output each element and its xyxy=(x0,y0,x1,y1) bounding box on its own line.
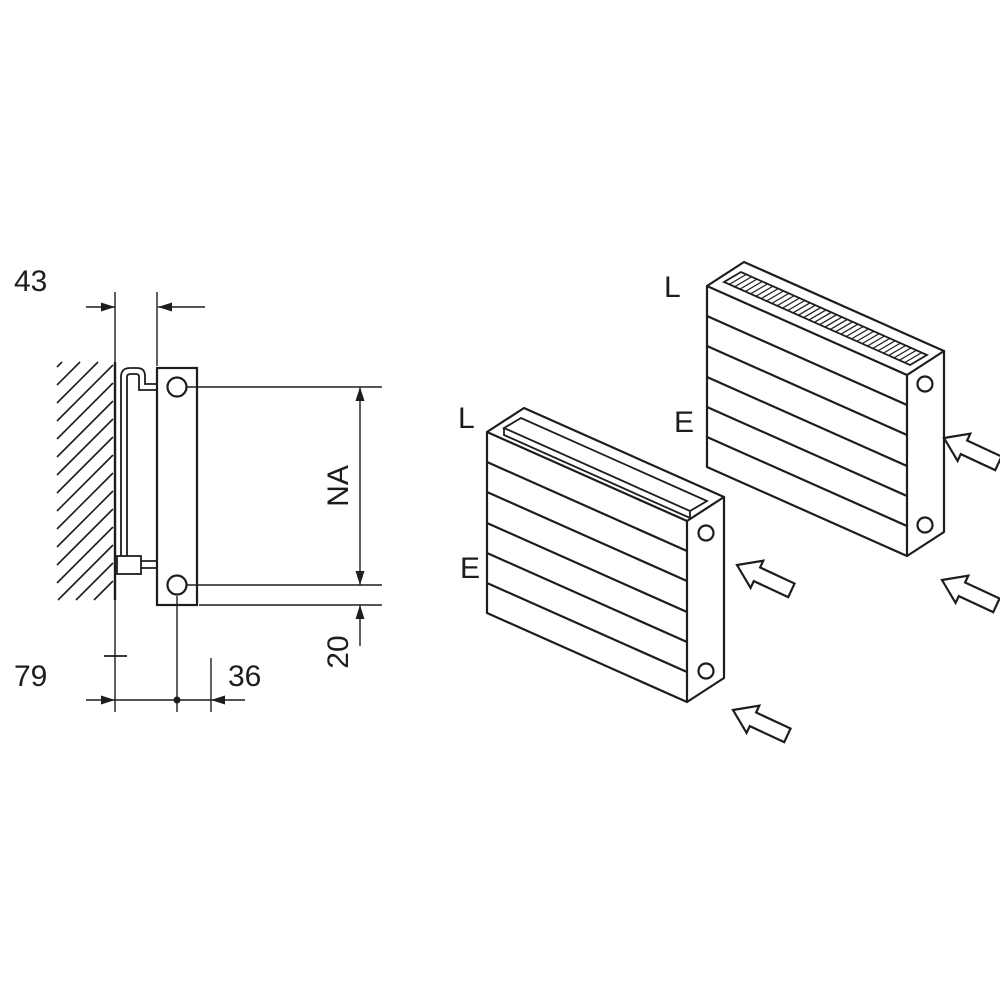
arrowhead-left xyxy=(158,302,172,312)
dim-36-label: 36 xyxy=(228,660,261,693)
opening-outline xyxy=(502,416,709,513)
dim-20-label: 20 xyxy=(322,635,355,668)
dim-chain: 79 36 xyxy=(14,596,261,712)
outlet-label-L: L xyxy=(458,402,475,435)
opening-depth-line xyxy=(503,428,691,520)
outlet-label-L: L xyxy=(664,271,681,304)
side-tapping-top xyxy=(916,375,934,393)
top-opening xyxy=(502,416,709,520)
arrowhead-up xyxy=(355,387,365,401)
wall-hatch xyxy=(56,361,114,601)
iso-front-radiator: L E xyxy=(458,402,726,704)
inlet-label-E: E xyxy=(674,406,694,439)
flow-arrows xyxy=(731,432,1000,744)
bracket-hook-outer xyxy=(120,367,157,385)
dim-79-label: 79 xyxy=(14,660,47,693)
side-view: 43 NA 20 79 36 xyxy=(14,265,382,712)
front-slats xyxy=(485,460,689,674)
arrowhead-right xyxy=(101,302,115,312)
flow-arrow-rear-top xyxy=(942,432,1000,472)
bottom-tapping-circle xyxy=(166,574,188,596)
front-slats xyxy=(705,314,909,528)
arrowhead-right xyxy=(101,695,115,705)
bracket-hook-inner xyxy=(126,373,157,391)
flow-arrow-rear-bottom xyxy=(940,574,1000,614)
mounting-bracket xyxy=(116,367,157,575)
dim-depth-label: 43 xyxy=(14,265,47,298)
side-tapping-bottom xyxy=(916,516,934,534)
flow-arrow-front-top xyxy=(735,559,797,599)
flow-arrow-front-bottom xyxy=(731,704,793,744)
arrowhead-up xyxy=(355,605,365,619)
slat-lines xyxy=(705,314,909,528)
radiator-profile xyxy=(155,366,199,607)
dim-na-label: NA xyxy=(322,465,355,507)
dim-bottom-offset: 20 xyxy=(322,605,365,669)
dim-connection-height: NA xyxy=(187,386,382,606)
bracket-bar xyxy=(120,377,128,556)
top-grille xyxy=(722,270,929,367)
arrowhead-down xyxy=(355,571,365,585)
chain-dot xyxy=(173,696,181,704)
radiator-body-outline xyxy=(705,260,946,558)
grille-hatch xyxy=(723,271,928,366)
dim-depth: 43 xyxy=(14,265,205,366)
side-tapping-bottom xyxy=(697,662,715,680)
side-tapping-top xyxy=(697,524,715,542)
iso-rear-radiator: L E xyxy=(664,260,946,558)
slat-lines xyxy=(485,460,689,674)
inlet-label-E: E xyxy=(460,552,480,585)
arrowhead-left xyxy=(211,695,225,705)
bracket-foot-connector xyxy=(141,560,157,569)
top-tapping-circle xyxy=(166,376,188,398)
bracket-foot xyxy=(116,555,142,575)
radiator-body-outline xyxy=(485,406,726,704)
